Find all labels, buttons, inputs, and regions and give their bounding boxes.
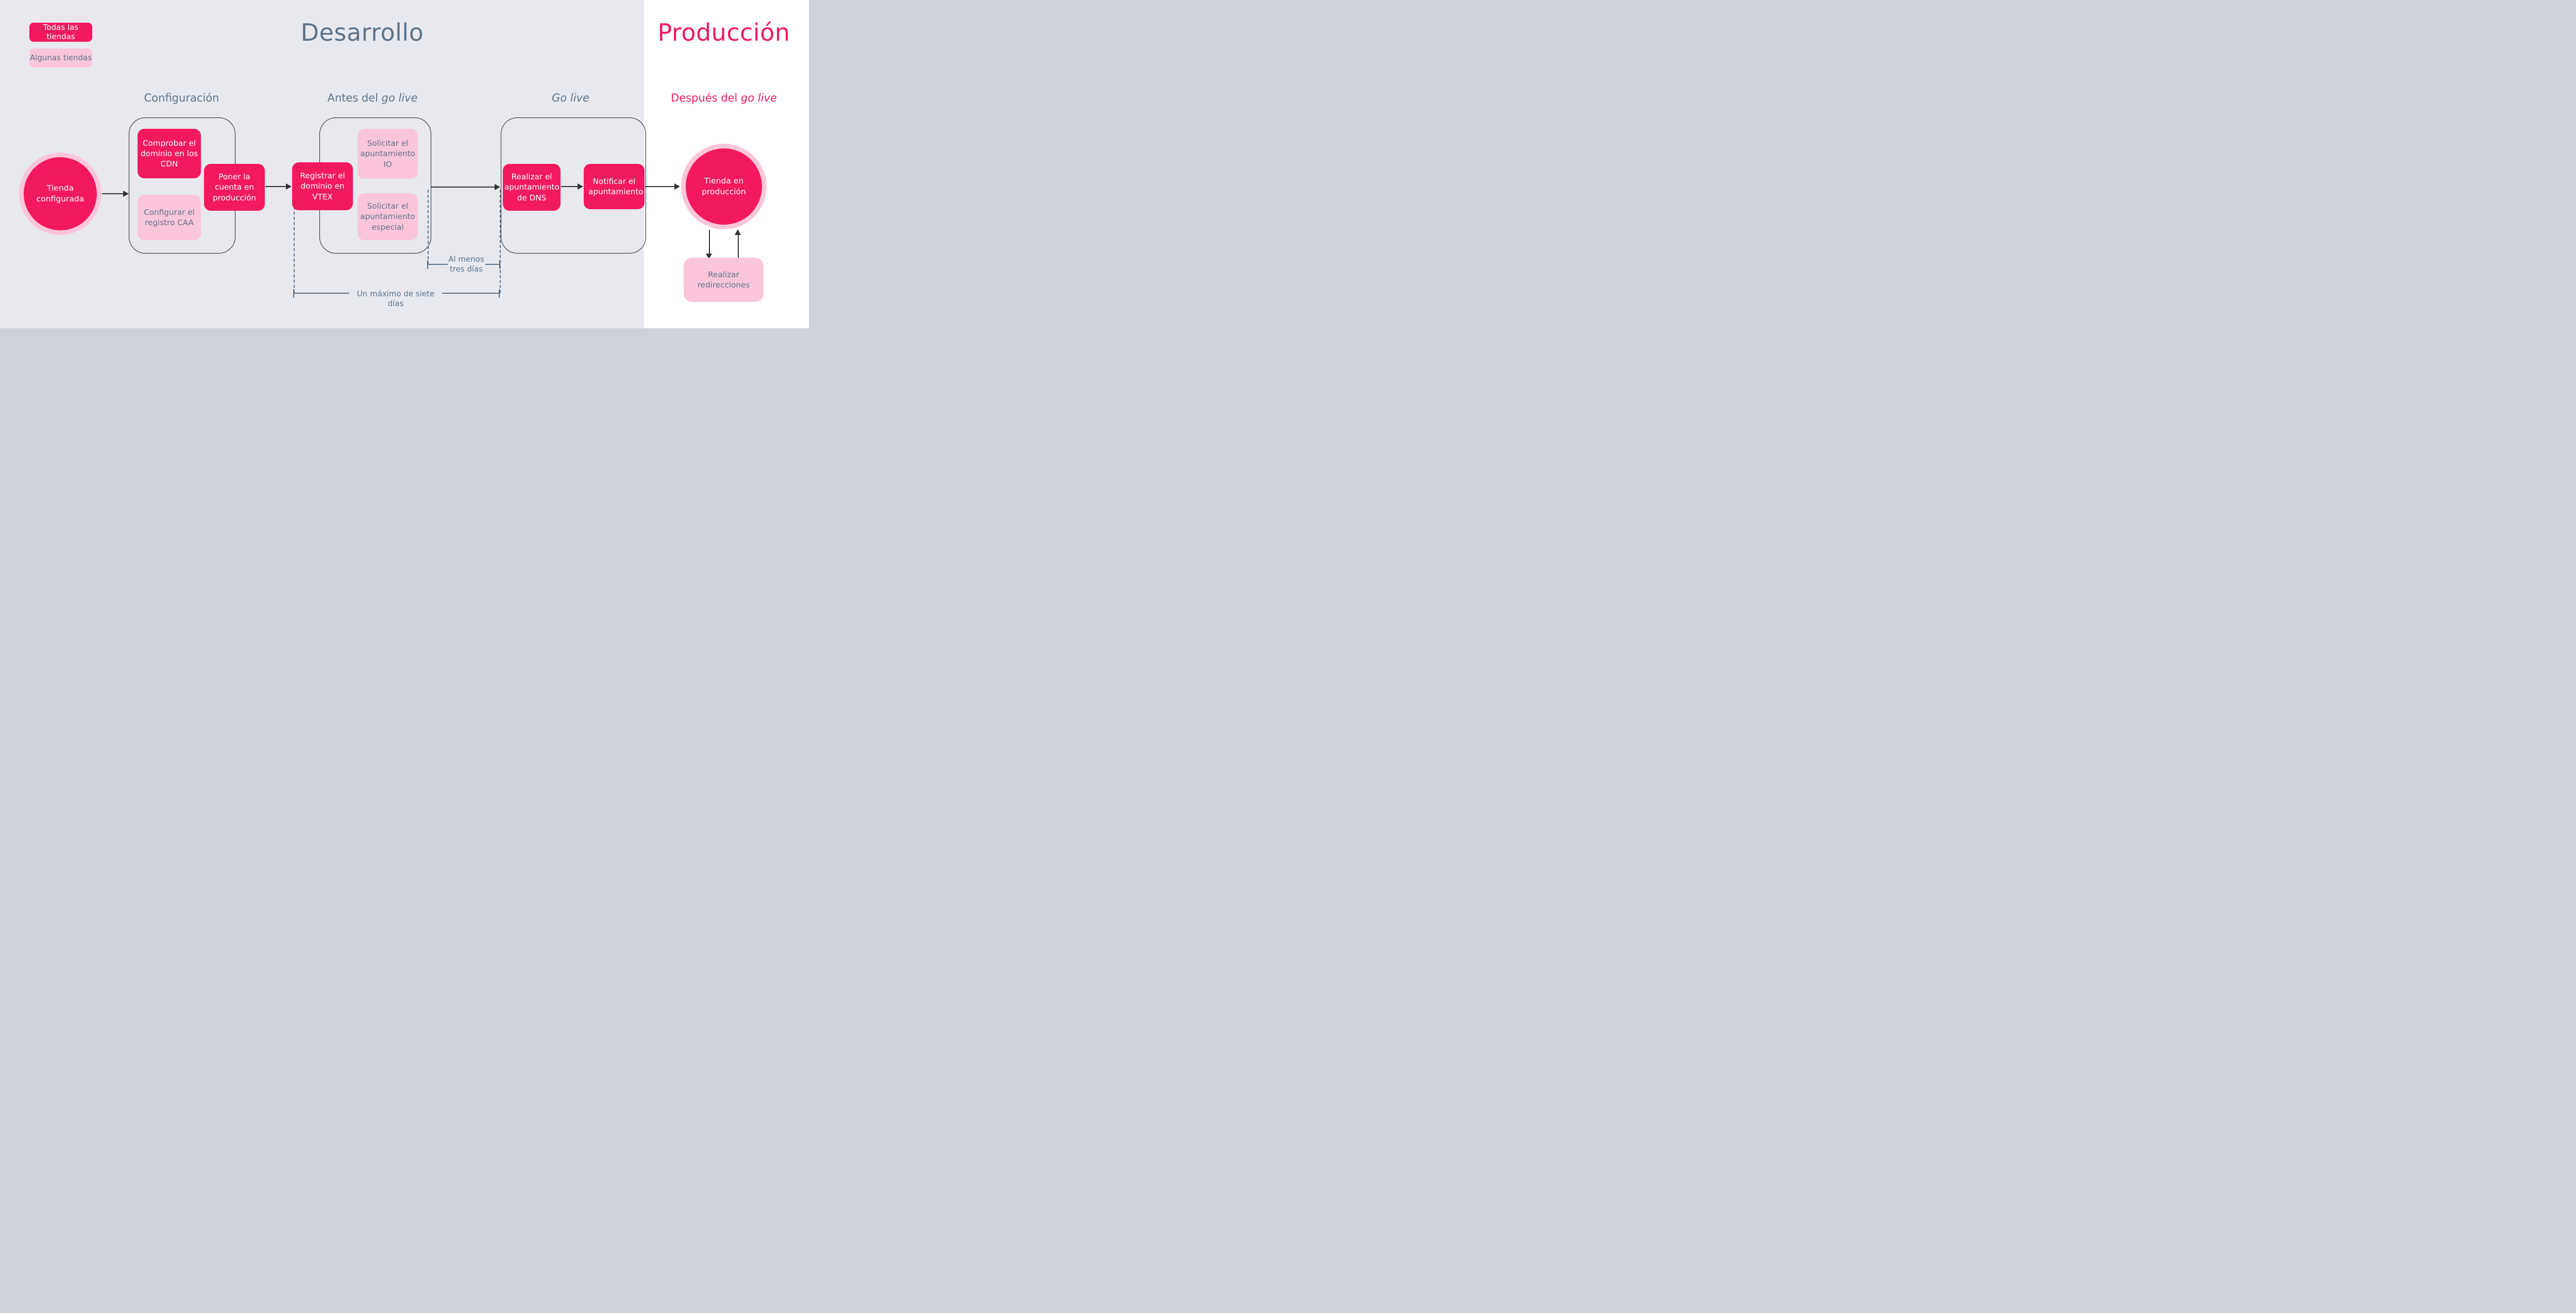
annotation-max-seven-days: Un máximo de siete días bbox=[357, 289, 435, 308]
phase-before-prefix: Antes del bbox=[327, 92, 382, 104]
node-store-configured-label: Tienda configurada bbox=[36, 183, 84, 204]
measure-tick bbox=[499, 289, 500, 298]
node-store-production: Tienda en producción bbox=[681, 144, 767, 229]
node-request-special-label: Solicitar el apuntamiento especial bbox=[360, 201, 415, 232]
node-register-domain-label: Registrar el dominio en VTEX bbox=[300, 171, 345, 201]
phase-header-after-golive: Después del go live bbox=[654, 92, 793, 104]
arrow-head-icon bbox=[286, 183, 292, 190]
arrow-shaft bbox=[708, 230, 710, 254]
arrow-head-icon bbox=[123, 190, 129, 197]
arrow-production-to-redirects bbox=[706, 230, 713, 259]
node-configure-caa: Configurar el registro CAA bbox=[138, 195, 201, 240]
measure-line bbox=[294, 293, 349, 294]
node-dns-pointing: Realizar el apuntamiento de DNS bbox=[503, 164, 561, 211]
section-title-development: Desarrollo bbox=[300, 19, 424, 46]
measure-line bbox=[428, 264, 448, 265]
legend-some-stores-label: Algunas tiendas bbox=[29, 53, 92, 62]
arrow-head-icon bbox=[578, 183, 583, 190]
container-golive bbox=[501, 117, 646, 254]
arrow-before-to-golive bbox=[431, 183, 500, 191]
arrow-shaft bbox=[102, 193, 125, 195]
arrow-head-icon bbox=[674, 183, 680, 190]
node-register-domain: Registrar el dominio en VTEX bbox=[292, 162, 353, 210]
measure-line bbox=[442, 293, 499, 294]
phase-header-golive: Go live bbox=[552, 92, 589, 104]
arrow-shaft bbox=[737, 234, 739, 258]
node-request-special: Solicitar el apuntamiento especial bbox=[358, 193, 418, 240]
phase-header-configuration: Configuración bbox=[144, 92, 219, 104]
node-account-production: Poner la cuenta en producción bbox=[204, 164, 265, 211]
node-dns-pointing-label: Realizar el apuntamiento de DNS bbox=[504, 172, 560, 203]
arrow-shaft bbox=[561, 186, 580, 188]
domain-golive-flowchart: Todas las tiendas Algunas tiendas Desarr… bbox=[0, 0, 809, 328]
dashed-guide-register bbox=[294, 196, 295, 293]
dashed-guide-before-end bbox=[428, 190, 429, 264]
measure-line bbox=[485, 264, 500, 265]
arrow-head-icon bbox=[735, 229, 741, 235]
measure-tick bbox=[293, 289, 294, 298]
arrow-head-icon bbox=[706, 254, 712, 259]
arrow-shaft bbox=[265, 186, 288, 188]
section-title-production: Producción bbox=[657, 19, 790, 46]
arrow-shaft bbox=[431, 186, 497, 188]
node-request-io-label: Solicitar el apuntamiento IO bbox=[360, 139, 415, 169]
node-account-production-label: Poner la cuenta en producción bbox=[213, 172, 256, 203]
node-configure-caa-label: Configurar el registro CAA bbox=[144, 207, 195, 227]
legend-all-stores-label: Todas las tiendas bbox=[43, 23, 79, 41]
phase-after-golive-italic: go live bbox=[741, 92, 777, 104]
node-store-production-label: Tienda en producción bbox=[702, 176, 746, 196]
node-redirects-label: Realizar redirecciones bbox=[697, 270, 750, 290]
arrow-account-to-register bbox=[265, 183, 292, 190]
node-store-configured: Tienda configurada bbox=[19, 153, 101, 235]
dashed-guide-golive-start bbox=[500, 190, 501, 293]
node-request-io: Solicitar el apuntamiento IO bbox=[358, 129, 418, 179]
node-check-domain-cdn: Comprobar el dominio en los CDN bbox=[138, 129, 201, 178]
arrow-redirects-to-production bbox=[735, 229, 742, 258]
node-redirects: Realizar redirecciones bbox=[684, 258, 764, 302]
node-notify-pointing-label: Notificar el apuntamiento bbox=[588, 176, 643, 196]
node-check-domain-cdn-label: Comprobar el dominio en los CDN bbox=[140, 138, 198, 169]
phase-before-golive-italic: go live bbox=[381, 92, 418, 104]
arrow-notify-to-production bbox=[645, 183, 680, 190]
measure-tick bbox=[499, 260, 500, 269]
phase-header-before-golive: Antes del go live bbox=[313, 92, 432, 104]
arrow-start-to-configuration bbox=[102, 190, 129, 197]
arrow-head-icon bbox=[495, 183, 500, 190]
node-notify-pointing: Notificar el apuntamiento bbox=[584, 164, 645, 209]
phase-after-prefix: Después del bbox=[671, 92, 741, 104]
arrow-shaft bbox=[645, 186, 676, 188]
measure-tick bbox=[427, 260, 428, 269]
legend-some-stores: Algunas tiendas bbox=[29, 48, 92, 68]
annotation-at-least-three-days: Al menos tres días bbox=[448, 255, 484, 274]
arrow-dns-to-notify bbox=[561, 183, 583, 190]
legend-all-stores: Todas las tiendas bbox=[29, 23, 92, 42]
